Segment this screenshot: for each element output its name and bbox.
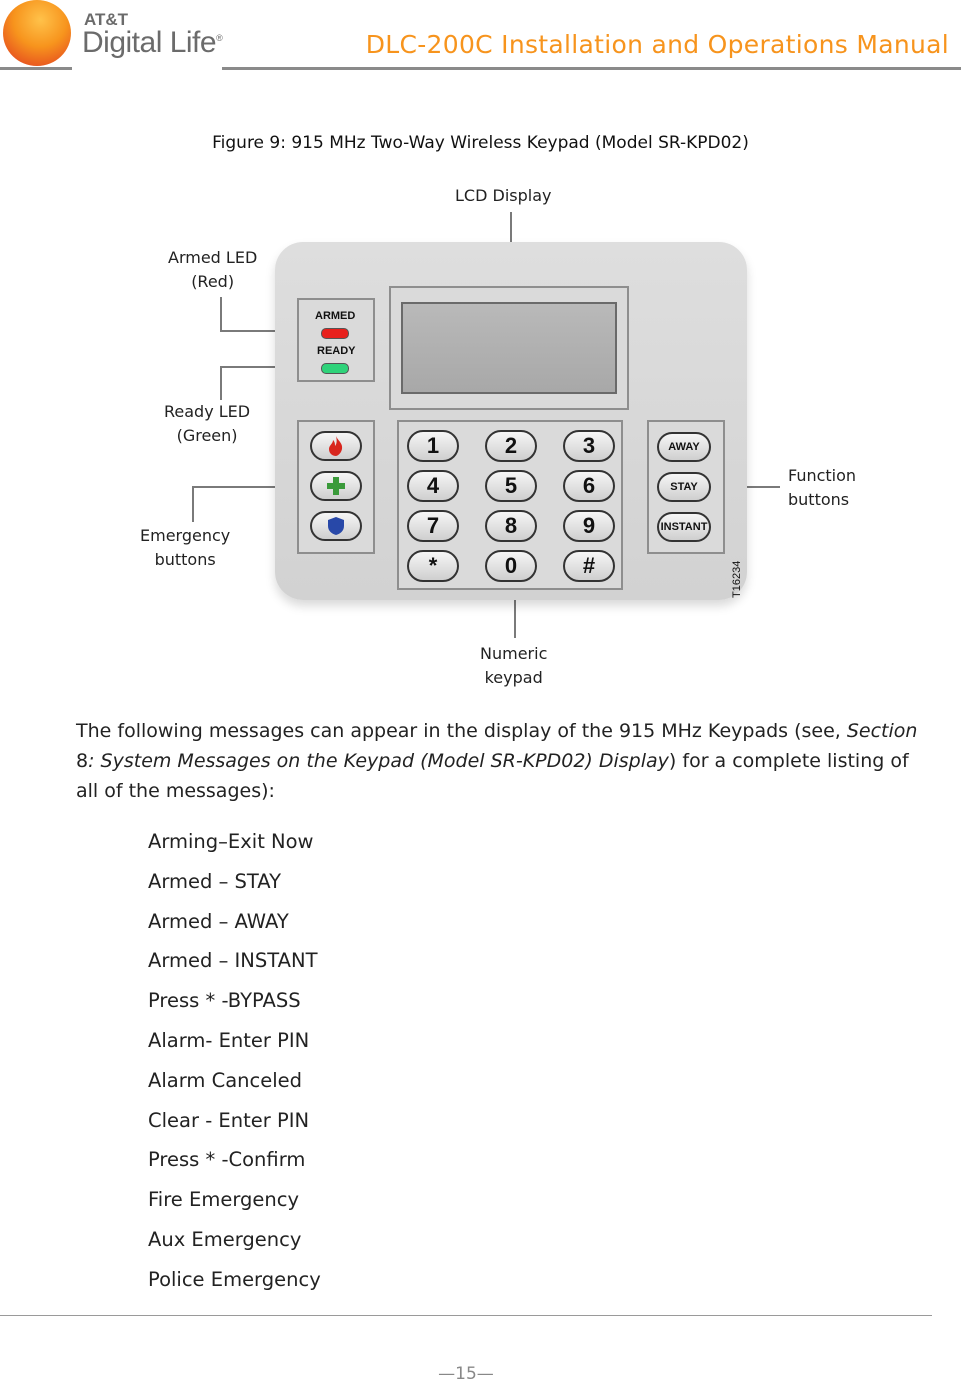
- callout-line-numeric: [514, 588, 516, 638]
- logo-att-text: AT&T: [84, 10, 129, 29]
- key-2[interactable]: 2: [485, 430, 537, 462]
- instant-button[interactable]: INSTANT: [657, 512, 711, 542]
- list-item: Armed – AWAY: [148, 909, 289, 933]
- list-item: Alarm- Enter PIN: [148, 1028, 310, 1052]
- ready-label: READY: [317, 345, 356, 357]
- ready-led: [321, 363, 349, 374]
- header-divider-gap: [72, 67, 222, 70]
- section-reference-link[interactable]: Section: [846, 720, 918, 742]
- callout-lcd-display: LCD Display: [455, 186, 552, 205]
- callout-armed-led: Armed LED(Red): [168, 248, 258, 291]
- key-pound[interactable]: #: [563, 550, 615, 582]
- lcd-panel: [389, 286, 629, 410]
- logo-registered-mark: ®: [216, 33, 223, 43]
- list-item: Arming–Exit Now: [148, 830, 314, 853]
- list-item: Fire Emergency: [148, 1188, 299, 1212]
- callout-line-ready-h: [220, 366, 312, 368]
- key-7[interactable]: 7: [407, 510, 459, 542]
- callout-line-emergency-h: [192, 486, 300, 488]
- callout-line-armed: [220, 297, 222, 331]
- medical-cross-icon: [327, 477, 345, 495]
- key-8[interactable]: 8: [485, 510, 537, 542]
- fire-icon: [329, 436, 343, 456]
- callout-line-emergency: [192, 486, 194, 522]
- page-header: AT&T Digital Life® DLC-200C Installation…: [0, 0, 961, 72]
- key-1[interactable]: 1: [407, 430, 459, 462]
- footer-divider: [0, 1315, 932, 1316]
- police-emergency-button[interactable]: [310, 511, 362, 541]
- list-item: Clear - Enter PIN: [148, 1108, 310, 1132]
- medical-emergency-button[interactable]: [310, 471, 362, 501]
- list-item: Press * -Confirm: [148, 1148, 306, 1172]
- key-star[interactable]: *: [407, 550, 459, 582]
- armed-label: ARMED: [315, 310, 356, 322]
- fire-emergency-button[interactable]: [310, 431, 362, 461]
- stay-button[interactable]: STAY: [657, 472, 711, 502]
- led-panel: ARMED READY: [297, 298, 375, 382]
- list-item: Armed – STAY: [148, 869, 282, 893]
- list-item: Aux Emergency: [148, 1227, 302, 1251]
- callout-line-function: [722, 486, 780, 488]
- section-reference-title[interactable]: : System Messages on the Keypad (Model S…: [88, 750, 669, 772]
- list-item: Armed – INSTANT: [148, 949, 318, 973]
- intro-paragraph: The following messages can appear in the…: [76, 720, 918, 802]
- key-9[interactable]: 9: [563, 510, 615, 542]
- list-item: Police Emergency: [148, 1267, 321, 1291]
- key-3[interactable]: 3: [563, 430, 615, 462]
- function-panel: AWAY STAY INSTANT: [647, 420, 725, 554]
- page-number: —15—: [438, 1364, 494, 1384]
- keypad-device: ARMED READY: [275, 242, 747, 600]
- numeric-keypad-panel: 1 2 3 4 5 6 7 8 9 * 0 #: [397, 420, 623, 590]
- list-item: Press * -BYPASS: [148, 989, 301, 1013]
- logo-digital-life-text: Digital Life®: [82, 26, 223, 59]
- callout-ready-led: Ready LED(Green): [164, 402, 251, 445]
- header-divider: [0, 67, 961, 70]
- message-list: Arming–Exit Now Armed – STAY Armed – AWA…: [148, 826, 321, 1304]
- serial-number: T16234: [731, 560, 743, 598]
- key-4[interactable]: 4: [407, 470, 459, 502]
- emergency-panel: [297, 420, 375, 554]
- away-button[interactable]: AWAY: [657, 432, 711, 462]
- police-badge-icon: [328, 517, 344, 535]
- list-item: Alarm Canceled: [148, 1068, 303, 1092]
- key-6[interactable]: 6: [563, 470, 615, 502]
- callout-line-armed-h: [220, 330, 312, 332]
- callout-line-ready: [220, 366, 222, 400]
- manual-title: DLC-200C Installation and Operations Man…: [365, 30, 949, 59]
- key-0[interactable]: 0: [485, 550, 537, 582]
- key-5[interactable]: 5: [485, 470, 537, 502]
- att-globe-logo: [3, 0, 71, 66]
- keypad-figure: LCD Display Armed LED(Red) Ready LED(Gre…: [130, 180, 870, 695]
- lcd-display: [401, 302, 617, 394]
- figure-caption: Figure 9: 915 MHz Two-Way Wireless Keypa…: [212, 133, 749, 153]
- armed-led: [321, 328, 349, 339]
